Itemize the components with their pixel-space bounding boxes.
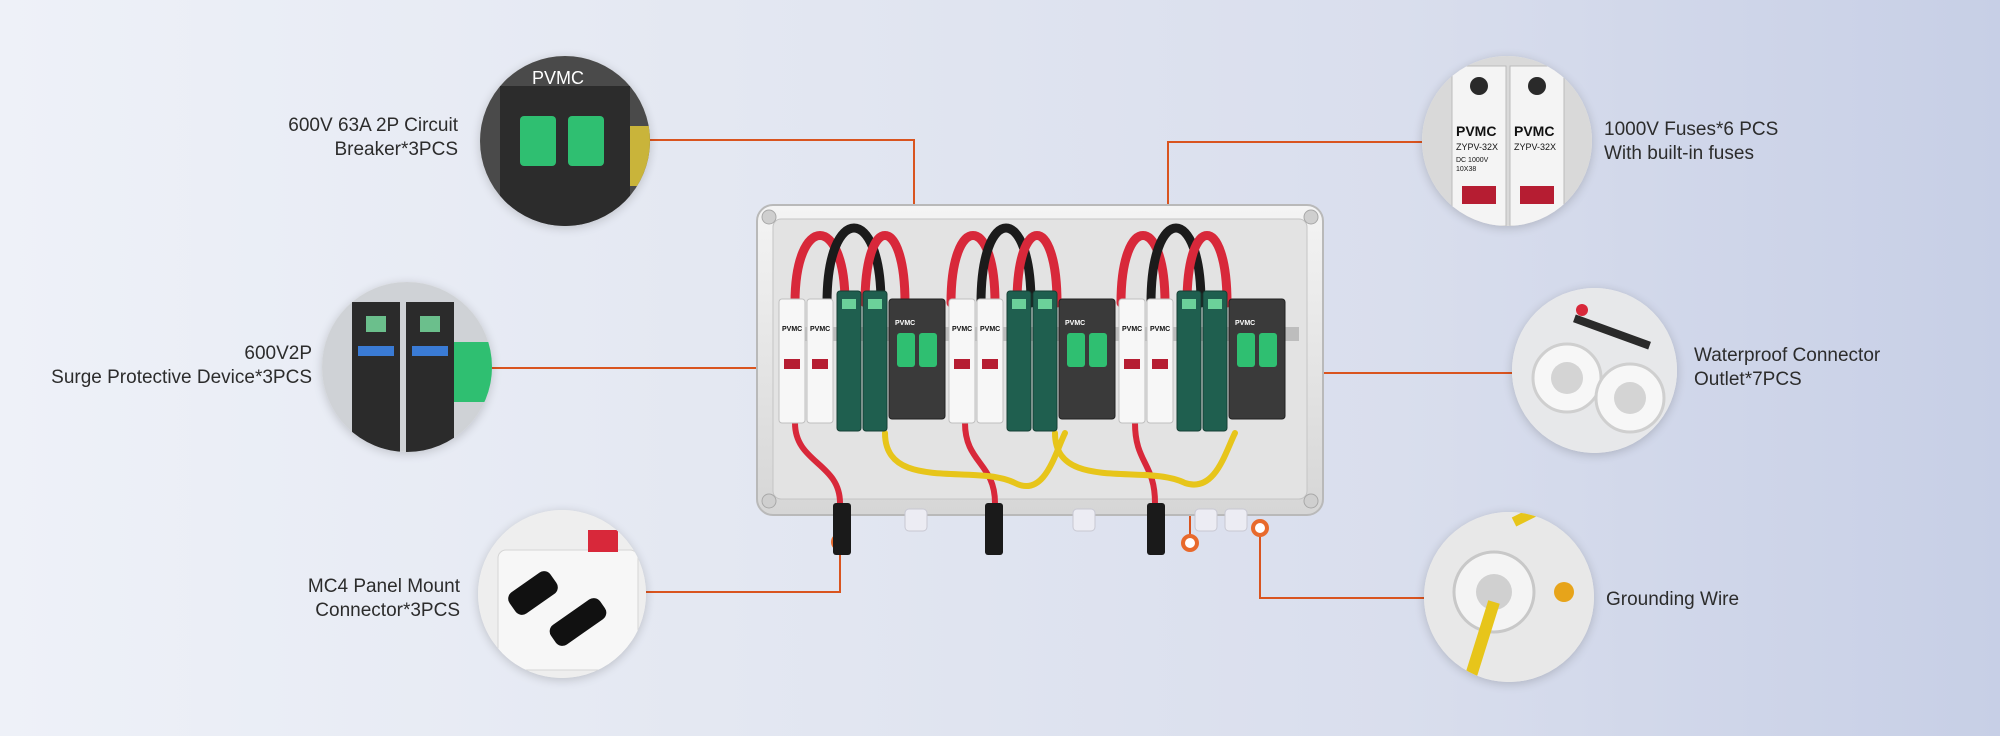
spd-indicator [1182,299,1196,309]
spd-indicator [842,299,856,309]
spd-closeup [322,282,492,452]
breaker-toggle [1089,333,1107,367]
marker-dot-grounding [1251,519,1269,537]
breaker-brand-label: PVMC [1065,320,1085,327]
callout-grounding: Grounding Wire [1606,588,1739,612]
spd-module [836,290,862,432]
callout-waterproof: Waterproof Connector Outlet*7PCS [1694,344,1880,392]
fuse-window [1124,359,1140,369]
callout-spd-line2: Surge Protective Device*3PCS [51,367,312,388]
callout-spd: 600V2P Surge Protective Device*3PCS [51,342,312,390]
breaker-closeup: PVMC [480,56,650,226]
fuse-brand-label: PVMC [782,326,802,333]
fuse-window [1152,359,1168,369]
breaker-toggle [919,333,937,367]
breaker-module [888,298,946,420]
fuse-window [784,359,800,369]
fuse-rating-text: DC 1000V [1456,157,1489,164]
fuse-brand-label: PVMC [810,326,830,333]
fuse-window [812,359,828,369]
callout-mc4-line2: Connector*3PCS [315,600,460,621]
spd-module [1006,290,1032,432]
breaker-brand-label: PVMC [895,320,915,327]
spd-indicator [1012,299,1026,309]
spd-module [862,290,888,432]
spd-indicator [1038,299,1052,309]
callout-breaker-line2: Breaker*3PCS [334,139,458,160]
callout-breaker-line1: 600V 63A 2P Circuit [288,115,458,136]
combiner-box-photo: PVMC PVMC PVMC PVMC PVMC PVMC PVMC PVMC PVMC [756,204,1324,555]
spd-module [1032,290,1058,432]
spd-module [1202,290,1228,432]
leader-line-grounding [1259,528,1424,599]
breaker-brand-text: PVMC [532,68,584,88]
module-group-3: PVMC PVMC PVMC [1118,290,1286,432]
fuse-brand-label: PVMC [1122,326,1142,333]
callout-grounding-line1: Grounding Wire [1606,589,1740,610]
callout-waterproof-line2: Outlet*7PCS [1694,369,1802,390]
callout-fuses: 1000V Fuses*6 PCS With built-in fuses [1604,118,1778,166]
callout-fuses-line1: 1000V Fuses*6 PCS [1604,119,1779,140]
spd-module [1176,290,1202,432]
marker-dot-extra [1181,534,1199,552]
breaker-module [1228,298,1286,420]
fuse-brand-label: PVMC [1150,326,1170,333]
breaker-module [1058,298,1116,420]
fuse-brand-label: PVMC [952,326,972,333]
fuse-brand-text-2: PVMC [1514,123,1554,139]
fuse-brand-label: PVMC [980,326,1000,333]
module-group-1: PVMC PVMC PVMC [778,290,946,432]
fuse-brand-text-1: PVMC [1456,123,1496,139]
grounding-wire-closeup [1424,512,1594,682]
callout-fuses-line2: With built-in fuses [1604,143,1754,164]
spd-indicator [868,299,882,309]
mc4-closeup [478,510,646,678]
callout-breaker: 600V 63A 2P Circuit Breaker*3PCS [288,114,458,162]
callout-mc4-line1: MC4 Panel Mount [307,576,460,597]
leader-line-mc4 [646,542,841,593]
fuses-closeup: PVMC PVMC ZYPV-32X ZYPV-32X DC 1000V 10X… [1422,56,1592,226]
breaker-toggle [1259,333,1277,367]
callout-mc4: MC4 Panel Mount Connector*3PCS [308,575,460,623]
waterproof-outlet-closeup [1512,288,1677,453]
breaker-toggle [1237,333,1255,367]
breaker-brand-label: PVMC [1235,320,1255,327]
module-group-2: PVMC PVMC PVMC [948,290,1116,432]
fuse-size-text: 10X38 [1456,166,1476,173]
callout-waterproof-line1: Waterproof Connector [1694,345,1881,366]
spd-indicator [1208,299,1222,309]
callout-spd-line1: 600V2P [244,343,312,364]
fuse-model-text-2: ZYPV-32X [1514,142,1556,152]
breaker-toggle [1067,333,1085,367]
fuse-window [982,359,998,369]
fuse-model-text-1: ZYPV-32X [1456,142,1498,152]
breaker-toggle [897,333,915,367]
fuse-window [954,359,970,369]
